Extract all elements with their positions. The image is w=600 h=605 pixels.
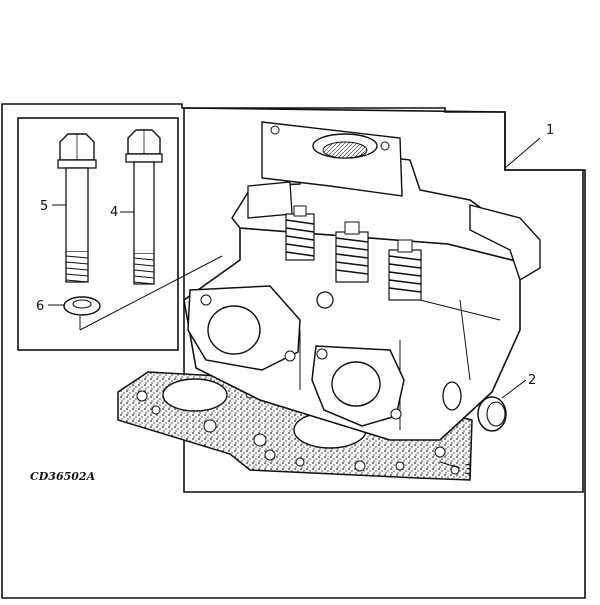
expansion-plug — [477, 396, 507, 432]
valve-springs — [285, 205, 422, 301]
callout-4: 4 — [110, 205, 118, 220]
figure-code: CD36502A — [30, 470, 96, 483]
leader-lines — [48, 137, 541, 469]
callout-1: 1 — [546, 123, 554, 138]
callout-6: 6 — [36, 299, 44, 314]
cap-screw-box — [17, 117, 179, 351]
callout-3: 3 — [464, 463, 472, 478]
cap-screw-4 — [125, 129, 163, 285]
cap-screw-5 — [57, 133, 97, 283]
cylinder-head-block — [183, 121, 541, 441]
callout-2: 2 — [528, 373, 536, 388]
head-gasket — [117, 371, 473, 481]
callout-5: 5 — [40, 199, 48, 214]
cylinder-head-panel — [183, 107, 584, 493]
washer-6 — [63, 296, 101, 316]
manifold-ports — [187, 285, 405, 427]
